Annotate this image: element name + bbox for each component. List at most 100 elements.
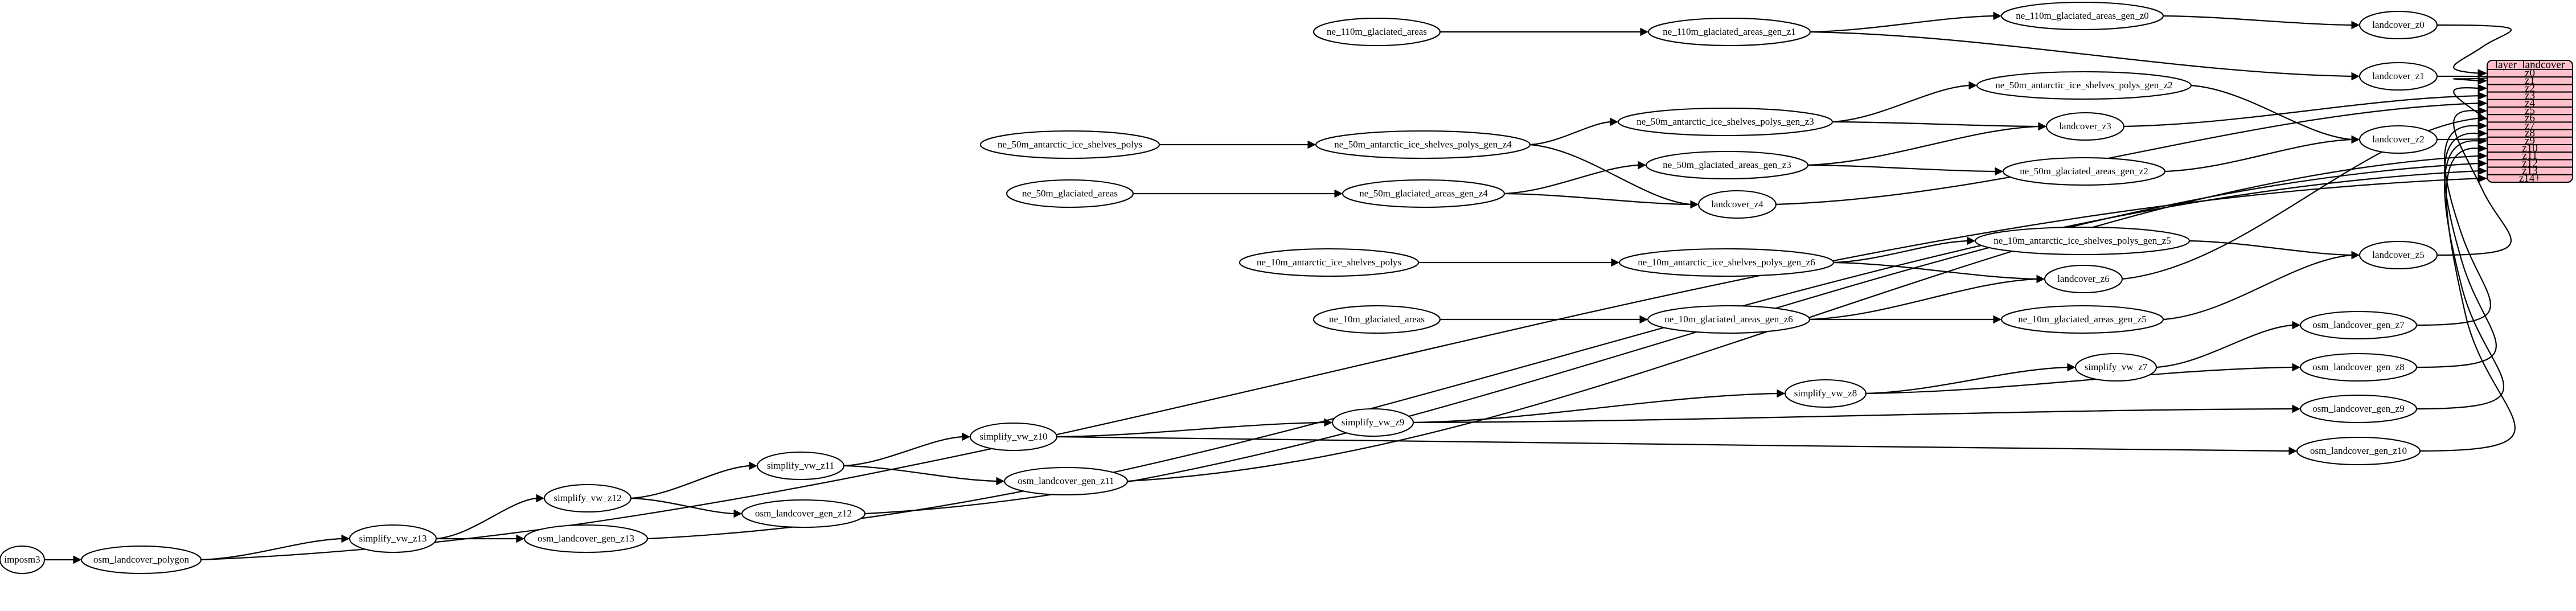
edge-arrowhead [2477,151,2488,161]
graph-node-osm_landcover_gen_z12[interactable]: osm_landcover_gen_z12 [741,499,866,528]
graph-node-simplify_vw_z7[interactable]: simplify_vw_z7 [2074,352,2157,382]
graph-node-ne_10m_antarctic_ice_shelves_polys_gen_z5[interactable]: ne_10m_antarctic_ice_shelves_polys_gen_z… [1974,226,2191,256]
node-label: landcover_z4 [1711,199,1763,210]
graph-node-ne_110m_glaciated_areas[interactable]: ne_110m_glaciated_areas [1312,17,1441,47]
graph-edge [1833,261,2045,284]
graph-node-ne_50m_antarctic_ice_shelves_polys[interactable]: ne_50m_antarctic_ice_shelves_polys [979,130,1160,159]
edge-arrowhead [516,534,525,543]
edge-arrowhead [2351,72,2360,81]
record-row-z10[interactable]: z10 [2522,142,2537,154]
graph-node-osm_landcover_gen_z13[interactable]: osm_landcover_gen_z13 [523,524,649,553]
edge-arrowhead [2477,129,2488,138]
edge-arrowhead [2477,166,2488,175]
graph-node-osm_landcover_gen_z7[interactable]: osm_landcover_gen_z7 [2299,310,2418,340]
graph-edge [1810,11,2002,33]
record-row-z3[interactable]: z3 [2525,90,2535,102]
edge-arrowhead [73,555,82,564]
graph-edge [864,159,2488,515]
graph-edge [1413,389,1786,424]
edge-arrowhead [2477,84,2488,93]
graph-edge [1810,315,2002,324]
node-label: ne_10m_glaciated_areas_gen_z6 [1664,314,1793,325]
node-label: ne_10m_antarctic_ice_shelves_polys [1257,257,1401,268]
graph-node-simplify_vw_z12[interactable]: simplify_vw_z12 [543,483,632,513]
graph-edge [1865,363,2301,395]
edge-arrowhead [2477,159,2488,168]
graph-edge [1440,315,1648,324]
edge-arrowhead [1639,315,1648,324]
graph-node-ne_110m_glaciated_areas_gen_z1[interactable]: ne_110m_glaciated_areas_gen_z1 [1647,17,1811,47]
node-label: landcover_z2 [2372,134,2425,145]
graph-node-ne_50m_antarctic_ice_shelves_polys_gen_z4[interactable]: ne_50m_antarctic_ice_shelves_polys_gen_z… [1315,130,1531,159]
node-label: ne_50m_antarctic_ice_shelves_polys [998,139,1142,150]
graph-node-ne_50m_glaciated_areas_gen_z3[interactable]: ne_50m_glaciated_areas_gen_z3 [1645,150,1809,180]
graph-edge [2123,91,2488,128]
graph-edge [2163,251,2360,321]
edge-arrowhead [2292,363,2301,372]
node-label: osm_landcover_polygon [93,554,190,565]
graph-node-ne_10m_glaciated_areas_gen_z6[interactable]: ne_10m_glaciated_areas_gen_z6 [1647,305,1811,334]
graph-edge [630,461,758,499]
record-row-z14[interactable]: z14+ [2519,173,2541,184]
graph-node-ne_50m_glaciated_areas[interactable]: ne_50m_glaciated_areas [1006,179,1134,208]
record-row-z0[interactable]: z0 [2525,67,2535,79]
graph-edge [1832,81,1978,123]
record-row-z8[interactable]: z8 [2525,128,2535,140]
graph-node-simplify_vw_z10[interactable]: simplify_vw_z10 [969,422,1058,452]
graph-node-landcover_z4[interactable]: landcover_z4 [1697,190,1777,219]
record-row-z2[interactable]: z2 [2525,82,2535,94]
graph-node-landcover_z1[interactable]: landcover_z1 [2358,61,2438,91]
graph-node-ne_50m_antarctic_ice_shelves_polys_gen_z3[interactable]: ne_50m_antarctic_ice_shelves_polys_gen_z… [1617,107,1833,137]
record-row-z11[interactable]: z11 [2522,150,2538,162]
graph-node-ne_50m_glaciated_areas_gen_z4[interactable]: ne_50m_glaciated_areas_gen_z4 [1342,179,1506,208]
edge-arrowhead [1968,81,1978,90]
graph-node-simplify_vw_z8[interactable]: simplify_vw_z8 [1784,379,1867,408]
graph-node-ne_10m_glaciated_areas_gen_z5[interactable]: ne_10m_glaciated_areas_gen_z5 [2000,305,2164,334]
graph-node-landcover_z2[interactable]: landcover_z2 [2358,125,2438,154]
graph-node-osm_landcover_polygon[interactable]: osm_landcover_polygon [80,545,202,575]
graph-node-osm_landcover_gen_z9[interactable]: osm_landcover_gen_z9 [2299,394,2418,424]
graph-node-landcover_z0[interactable]: landcover_z0 [2358,10,2438,40]
graph-node-osm_landcover_gen_z10[interactable]: osm_landcover_gen_z10 [2296,436,2421,466]
graph-node-simplify_vw_z13[interactable]: simplify_vw_z13 [348,524,437,553]
node-label: landcover_z1 [2372,71,2425,81]
record-table-layer-landcover[interactable]: layer_landcoverz0z1z2z3z4z5z6z7z8z9z10z1… [2486,59,2574,184]
graph-edge [843,465,1005,486]
record-row-z9[interactable]: z9 [2525,135,2535,147]
graph-edge [1504,192,1699,209]
graph-node-ne_110m_glaciated_areas_gen_z0[interactable]: ne_110m_glaciated_areas_gen_z0 [2000,1,2164,31]
node-label: ne_110m_glaciated_areas_gen_z1 [1663,26,1796,37]
graph-node-osm_landcover_gen_z11[interactable]: osm_landcover_gen_z11 [1003,466,1129,496]
graph-node-landcover_z3[interactable]: landcover_z3 [2045,112,2125,141]
node-label: ne_10m_glaciated_areas [1329,314,1425,325]
graph-node-osm_landcover_gen_z8[interactable]: osm_landcover_gen_z8 [2299,352,2418,382]
node-label: osm_landcover_gen_z13 [538,533,634,544]
record-row-z5[interactable]: z5 [2525,105,2535,117]
graph-node-imposm3[interactable]: imposm3 [0,545,46,575]
edge-arrowhead [1640,27,1649,36]
graph-node-ne_10m_antarctic_ice_shelves_polys_gen_z6[interactable]: ne_10m_antarctic_ice_shelves_polys_gen_z… [1618,248,1835,277]
edge-arrowhead [1993,11,2002,20]
record-row-z1[interactable]: z1 [2525,75,2535,87]
edge-arrowhead [2477,121,2488,130]
node-label: ne_50m_glaciated_areas_gen_z4 [1359,188,1488,199]
graph-node-simplify_vw_z9[interactable]: simplify_vw_z9 [1331,408,1414,437]
graph-edge [1807,122,2047,166]
graph-node-ne_10m_glaciated_areas[interactable]: ne_10m_glaciated_areas [1312,305,1441,334]
graph-node-ne_50m_antarctic_ice_shelves_polys_gen_z2[interactable]: ne_50m_antarctic_ice_shelves_polys_gen_z… [1976,71,2192,100]
graph-node-landcover_z5[interactable]: landcover_z5 [2358,240,2438,270]
record-row-z13[interactable]: z13 [2522,165,2537,177]
node-label: ne_10m_glaciated_areas_gen_z5 [2018,314,2147,325]
record-row-z7[interactable]: z7 [2525,120,2535,132]
graph-node-simplify_vw_z11[interactable]: simplify_vw_z11 [756,451,845,481]
node-label: osm_landcover_gen_z12 [755,508,852,519]
graph-node-ne_10m_antarctic_ice_shelves_polys[interactable]: ne_10m_antarctic_ice_shelves_polys [1238,248,1420,277]
record-row-z12[interactable]: z12 [2522,157,2537,169]
record-row-z4[interactable]: z4 [2525,97,2535,109]
record-row-z6[interactable]: z6 [2525,112,2535,124]
graph-edge [2164,135,2360,173]
graph-node-landcover_z6[interactable]: landcover_z6 [2044,264,2123,294]
record-table-layer: layer_landcoverz0z1z2z3z4z5z6z7z8z9z10z1… [2486,59,2574,184]
graph-node-ne_50m_glaciated_areas_gen_z2[interactable]: ne_50m_glaciated_areas_gen_z2 [2002,157,2166,186]
edge-arrowhead [2292,404,2301,413]
